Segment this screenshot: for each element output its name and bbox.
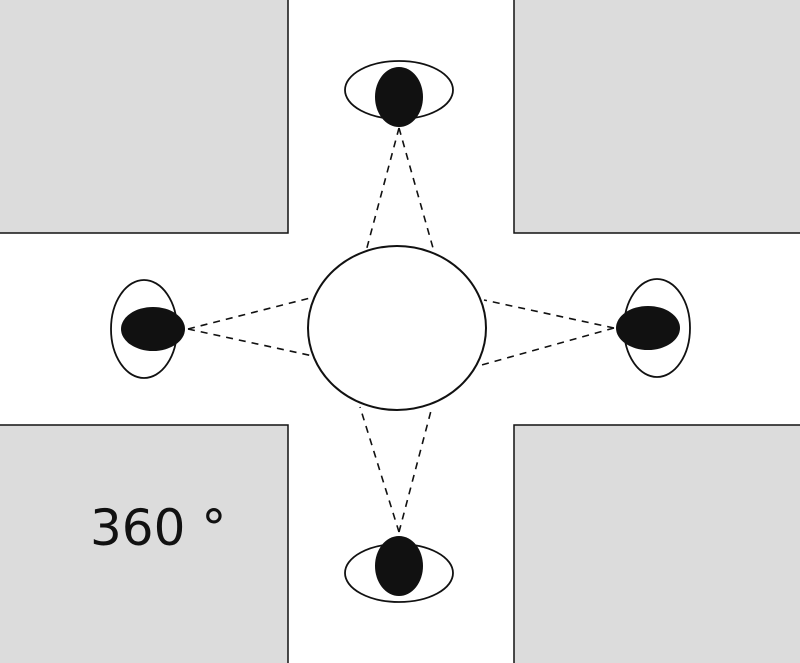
eye-pupil <box>375 67 423 127</box>
block-bottom-right <box>514 425 800 663</box>
sight-line-bottom-left <box>359 406 400 533</box>
sight-line-left-bottom <box>187 328 314 357</box>
sight-line-right-top <box>483 299 615 329</box>
sight-line-left-top <box>187 295 319 330</box>
eye-icon-top <box>344 60 454 127</box>
block-top-right <box>514 0 800 233</box>
block-top-right-edge <box>513 0 800 234</box>
block-bottom-right-edge <box>513 424 800 663</box>
eye-icon-left <box>110 279 185 379</box>
angle-label: 360 ° <box>90 499 226 557</box>
block-bottom-left <box>0 425 288 663</box>
sight-line-top-right <box>398 127 436 256</box>
block-bottom-left-edge <box>0 424 289 663</box>
sight-line-bottom-right <box>398 406 433 533</box>
block-top-left-edge <box>0 0 289 234</box>
eye-pupil <box>616 306 680 350</box>
block-top-left <box>0 0 288 233</box>
eye-icon-right <box>616 278 691 378</box>
eye-pupil <box>121 307 185 351</box>
eye-pupil <box>375 536 423 596</box>
sight-line-right-bottom <box>477 327 615 367</box>
central-object <box>307 245 487 411</box>
eye-icon-bottom <box>344 536 454 603</box>
sight-lines <box>187 127 615 533</box>
sight-line-top-left <box>364 127 400 256</box>
